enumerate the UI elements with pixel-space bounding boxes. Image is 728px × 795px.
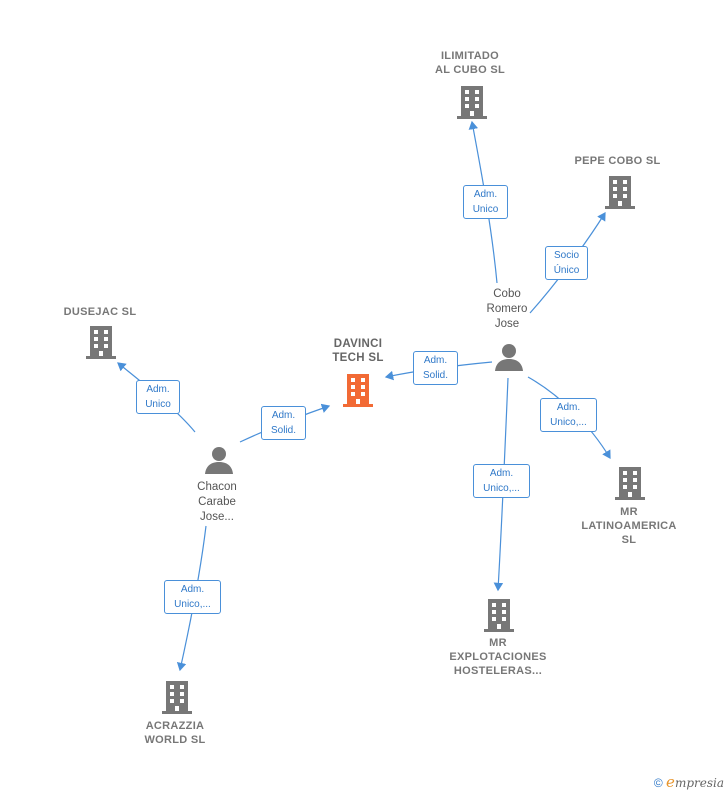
edge-label-chacon-davinci: Adm. Solid.: [261, 406, 306, 440]
footer-brand: © empresia: [654, 773, 724, 791]
edge-label-cobo-pepe: Socio Único: [545, 246, 588, 280]
node-label-mr-explotaciones[interactable]: MR EXPLOTACIONES HOSTELERAS...: [449, 637, 547, 677]
node-label-pepe-cobo[interactable]: PEPE COBO SL: [574, 155, 661, 167]
person-label-chacon[interactable]: Chacon Carabe Jose...: [197, 481, 237, 523]
node-label-davinci[interactable]: DAVINCI TECH SL: [332, 338, 384, 364]
node-label-mr-latinoamerica[interactable]: MR LATINOAMERICA SL: [581, 506, 677, 546]
edge-label-cobo-explot: Adm. Unico,...: [473, 464, 530, 498]
node-label-ilimitado[interactable]: ILIMITADO AL CUBO SL: [434, 50, 506, 76]
brand-logo: empresia: [666, 773, 724, 791]
building-icon-pepe-cobo[interactable]: [603, 174, 637, 210]
person-icon-cobo[interactable]: [494, 342, 524, 372]
person-icon-chacon[interactable]: [204, 445, 234, 475]
building-icon-davinci[interactable]: [341, 372, 375, 408]
building-icon-mr-latinoamerica[interactable]: [613, 465, 647, 501]
building-icon-acrazzia[interactable]: [160, 679, 194, 715]
edge-label-chacon-acrazzia: Adm. Unico,...: [164, 580, 221, 614]
person-label-cobo[interactable]: Cobo Romero Jose: [486, 288, 528, 330]
edge-label-cobo-latino: Adm. Unico,...: [540, 398, 597, 432]
building-icon-mr-explotaciones[interactable]: [482, 597, 516, 633]
building-icon-ilimitado[interactable]: [455, 84, 489, 120]
copyright-icon: ©: [653, 776, 663, 790]
node-label-dusejac[interactable]: DUSEJAC SL: [63, 306, 137, 318]
edge-label-chacon-dusejac: Adm. Unico: [136, 380, 180, 414]
node-label-acrazzia[interactable]: ACRAZZIA WORLD SL: [144, 720, 206, 746]
building-icon-dusejac[interactable]: [84, 324, 118, 360]
edge-label-cobo-ilimitado: Adm. Unico: [463, 185, 508, 219]
edge-label-cobo-davinci: Adm. Solid.: [413, 351, 458, 385]
